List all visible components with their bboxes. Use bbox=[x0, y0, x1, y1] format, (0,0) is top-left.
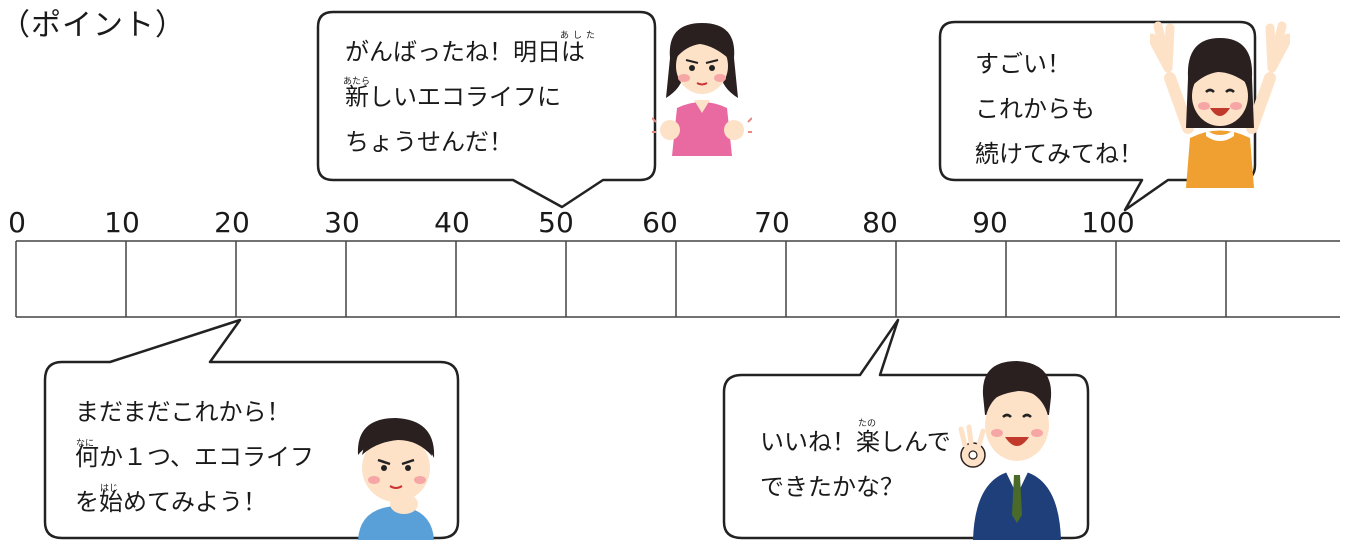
bubble-twenty-text: まだまだこれから！ 何か１つ、エコライフ を始めてみよう！ bbox=[75, 390, 314, 525]
scale-label: 70 bbox=[754, 206, 790, 239]
ruby-haji: はじ bbox=[100, 484, 119, 494]
scale-label: 20 bbox=[214, 206, 250, 239]
scale-label: 30 bbox=[324, 206, 360, 239]
ruby-tano: たの bbox=[858, 419, 877, 429]
scale-label: 0 bbox=[8, 206, 26, 239]
points-title: （ポイント） bbox=[0, 8, 186, 43]
scale-label: 80 bbox=[862, 206, 898, 239]
bubble-hundred bbox=[938, 20, 1257, 212]
ruby-tsuzu: つづ bbox=[975, 144, 994, 154]
bubble-fifty-text: がんばったね！明日は 新しいエコライフに ちょうせんだ！ bbox=[345, 30, 585, 165]
girl-fists-icon bbox=[652, 23, 752, 156]
bubble-twenty-line: 何か１つ、エコライフ bbox=[75, 443, 315, 471]
bubble-hundred-line: 続けてみてね！ bbox=[975, 140, 1143, 168]
bubble-eighty-line: いいね！楽しんで bbox=[760, 428, 951, 456]
scale-label: 10 bbox=[104, 206, 140, 239]
points-bar bbox=[15, 240, 1340, 318]
bubble-twenty bbox=[43, 318, 460, 540]
scale-label: 60 bbox=[642, 206, 678, 239]
bubble-twenty-line: まだまだこれから！ bbox=[75, 398, 291, 426]
bubble-hundred-text: すごい！ これからも 続けてみてね！ bbox=[975, 42, 1143, 177]
bubble-eighty-text: いいね！楽しんで できたかな？ bbox=[760, 420, 951, 510]
bubble-fifty-line: がんばったね！明日は bbox=[345, 38, 585, 66]
bubble-hundred-line: これからも bbox=[975, 95, 1095, 123]
bubble-fifty bbox=[316, 10, 657, 209]
boy-thinking-icon bbox=[357, 418, 435, 540]
scale-label: 50 bbox=[538, 206, 574, 239]
scale-label: 100 bbox=[1081, 206, 1135, 239]
bubble-fifty-line: ちょうせんだ！ bbox=[345, 128, 513, 156]
scale-label: 40 bbox=[434, 206, 470, 239]
bubble-fifty-line: 新しいエコライフに bbox=[345, 83, 561, 111]
man-ok-sign-icon bbox=[958, 361, 1061, 540]
girl-arms-up-icon bbox=[1150, 21, 1290, 188]
bubble-twenty-line: を始めてみよう！ bbox=[75, 488, 267, 516]
ruby-nani: なに bbox=[76, 439, 95, 449]
ruby-atara: あたら bbox=[343, 77, 371, 87]
scale-label: 90 bbox=[972, 206, 1008, 239]
bubble-hundred-line: すごい！ bbox=[975, 50, 1071, 78]
ruby-ashita: あした bbox=[560, 31, 600, 41]
bubble-eighty-line: できたかな？ bbox=[760, 473, 904, 501]
